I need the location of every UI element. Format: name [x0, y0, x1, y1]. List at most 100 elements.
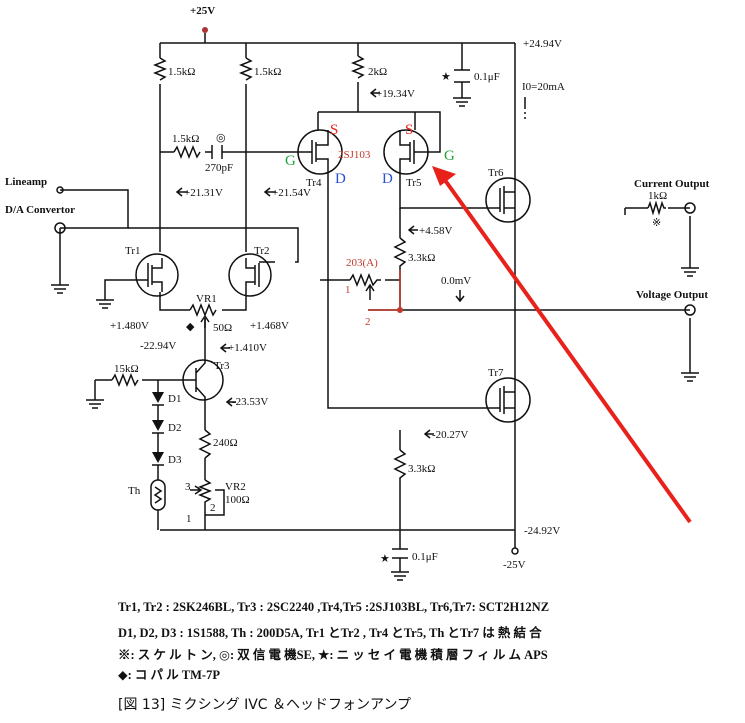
d1-label: D1 — [168, 393, 181, 405]
c1-label: 0.1μF — [474, 71, 500, 83]
resistor-r2 — [238, 57, 254, 81]
tr3-bjt — [182, 359, 224, 401]
capacitor-c1 — [454, 69, 470, 83]
idle-current-label: I0=20mA — [522, 81, 565, 93]
capacitors — [211, 69, 470, 559]
lineamp-terminal — [56, 186, 64, 194]
trim-pin2: 2 — [365, 316, 371, 328]
diodes — [150, 392, 166, 511]
tr5-d-label: D — [382, 171, 393, 187]
tr5-g-label: G — [444, 148, 455, 164]
trim-label: 203(A) — [346, 257, 378, 269]
tr6-mosfet — [485, 177, 531, 223]
v2154-label: +21.54V — [272, 187, 311, 199]
r2-label: 1.5kΩ — [254, 66, 281, 78]
tr2-fet — [228, 253, 275, 297]
r3-label: 2kΩ — [368, 66, 387, 78]
vm2027-label: -20.27V — [432, 429, 468, 441]
labels: +25V +24.94V -24.92V -25V I0=20mA Lineam… — [5, 5, 710, 571]
ground-voltage — [681, 372, 699, 382]
plus25-label: +25V — [190, 5, 215, 17]
resistors — [111, 55, 666, 505]
capacitor-c2 — [392, 548, 408, 559]
tr1-fet — [130, 253, 179, 297]
th-label: Th — [128, 485, 141, 497]
legend-line-3: ※: ス ケ ル ト ン, ◎: 双 信 電 機SE, ★: ニ ッ セ イ 電… — [118, 648, 548, 662]
ground-r7 — [86, 380, 104, 409]
vr1-label: VR1 — [196, 293, 217, 305]
tr4-s-label: S — [330, 122, 338, 138]
current-r-dagger: ※ — [652, 217, 661, 229]
tr4-label: Tr4 — [306, 177, 322, 189]
c2-star: ★ — [380, 553, 390, 565]
resistor-r7 — [111, 372, 139, 388]
vr1-val-label: 50Ω — [213, 322, 232, 334]
cf-label: 270pF — [205, 162, 233, 174]
resistor-current-out — [647, 200, 666, 216]
tr6-label: Tr6 — [488, 167, 504, 179]
plus25-terminal — [202, 27, 208, 33]
current-r-label: 1kΩ — [648, 190, 667, 202]
v458-label: +4.58V — [419, 225, 452, 237]
vr2-val-label: 100Ω — [225, 494, 250, 506]
trim-pin1: 1 — [345, 284, 351, 296]
legend-line-1: Tr1, Tr2 : 2SK246BL, Tr3 : 2SC2240 ,Tr4,… — [118, 600, 550, 614]
minus25-terminal — [511, 547, 519, 555]
tr3-label: Tr3 — [214, 360, 230, 372]
r7-label: 15kΩ — [114, 363, 139, 375]
current-output-label: Current Output — [634, 178, 710, 190]
rail-neg-label: -24.92V — [524, 525, 560, 537]
r1-label: 1.5kΩ — [168, 66, 195, 78]
probe-arrows — [175, 88, 526, 439]
vm2294-label: -22.94V — [140, 340, 176, 352]
voltage-output-jack — [684, 304, 696, 316]
vr1-diamond: ◆ — [186, 321, 195, 333]
annotation-arrow — [432, 166, 692, 524]
ground-c2 — [391, 571, 409, 581]
tr5-label: Tr5 — [406, 177, 422, 189]
tr7-mosfet — [485, 377, 531, 423]
resistor-trim — [349, 272, 381, 288]
tr4-d-label: D — [335, 171, 346, 187]
resistor-vr1 — [189, 302, 217, 318]
cf-ring: ◎ — [216, 132, 226, 144]
v1410-label: +1.410V — [228, 342, 267, 354]
ground-tr1 — [96, 299, 114, 309]
lineamp-label: Lineamp — [5, 176, 47, 188]
rf-label: 1.5kΩ — [172, 133, 199, 145]
tr5-fet — [383, 129, 429, 178]
ground-dac — [51, 284, 69, 294]
tr2-label: Tr2 — [254, 245, 270, 257]
v1468-label: +1.468V — [250, 320, 289, 332]
v2131-label: +21.31V — [184, 187, 223, 199]
tr5-s-label: S — [405, 122, 413, 138]
r8-label: 240Ω — [213, 437, 238, 449]
voltage-output-label: Voltage Output — [636, 289, 708, 301]
vr2-wiper — [190, 485, 203, 495]
resistor-rf — [173, 144, 201, 160]
fet-label: 2SJ103 — [338, 149, 371, 161]
wires — [59, 33, 691, 572]
v1480-label: +1.480V — [110, 320, 149, 332]
connectors — [54, 27, 696, 555]
trim-wiper — [365, 283, 375, 300]
resistor-r8 — [198, 429, 212, 459]
legend-line-4: ◆: コ パ ル TM-7P — [118, 668, 220, 682]
r6-label: 3.3kΩ — [408, 463, 435, 475]
d2-label: D2 — [168, 422, 181, 434]
c2-label: 0.1μF — [412, 551, 438, 563]
vr2-pin1: 1 — [186, 513, 192, 525]
current-output-jack — [684, 202, 696, 214]
dac-label: D/A Convertor — [5, 204, 75, 216]
tr4-fet — [297, 129, 343, 178]
resistor-r3 — [350, 55, 366, 79]
dac-jack — [54, 222, 66, 234]
v1934-label: +19.34V — [376, 88, 415, 100]
ground-c1 — [453, 97, 471, 107]
vr2-pin3: 3 — [185, 481, 191, 493]
minus25-label: -25V — [503, 559, 526, 571]
d3-label: D3 — [168, 454, 182, 466]
legend-line-2: D1, D2, D3 : 1S1588, Th : 200D5A, Tr1 とT… — [118, 626, 542, 640]
tr4-g-label: G — [285, 153, 296, 169]
